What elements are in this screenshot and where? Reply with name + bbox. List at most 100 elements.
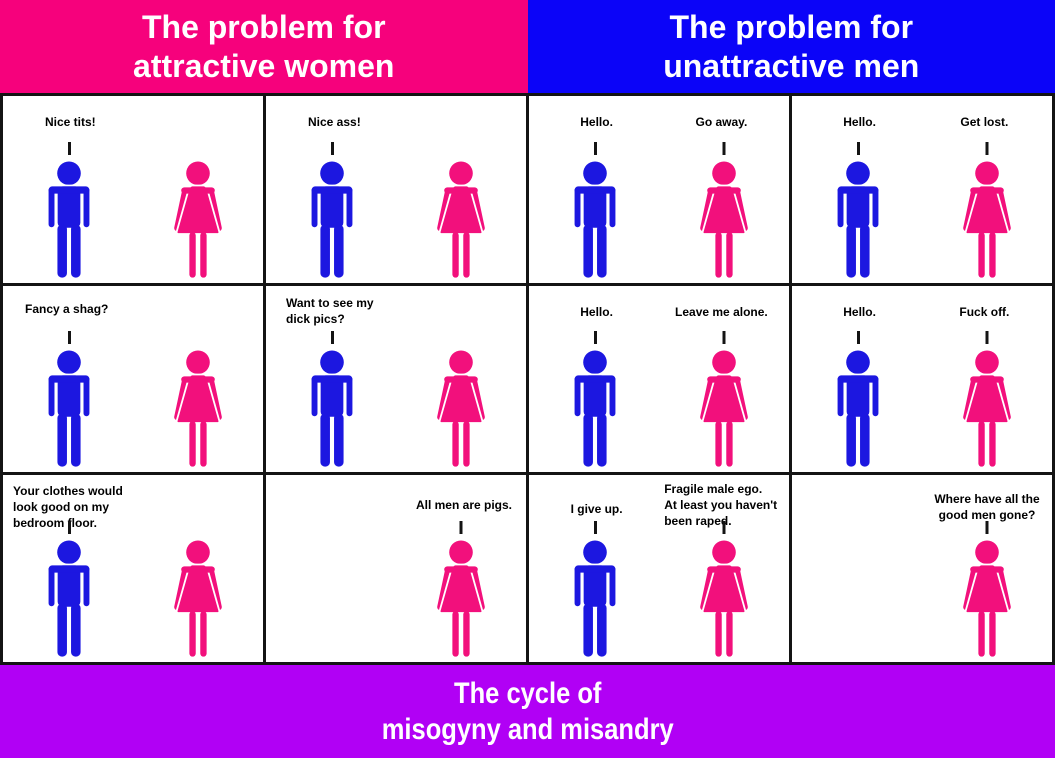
male-figure: [835, 141, 881, 279]
female-pictogram-icon: [432, 161, 491, 279]
speech-male: Hello.: [843, 115, 876, 129]
panel-r1c3: Hello. Go away.: [529, 96, 789, 283]
panel-r3c4: Where have all the good men gone?: [792, 475, 1052, 662]
footer-text: The cycle of misogyny and misandry: [382, 676, 674, 748]
male-pictogram-icon: [309, 350, 355, 468]
male-figure: [572, 331, 618, 468]
female-figure: [958, 141, 1017, 279]
male-figure: [309, 331, 355, 468]
speech-male: Hello.: [843, 304, 876, 319]
speech-indicator-line: [593, 141, 597, 155]
banner-right-line1: The problem for: [669, 8, 914, 45]
male-pictogram-icon: [572, 350, 618, 468]
female-pictogram-icon: [695, 350, 754, 468]
female-figure: [169, 350, 228, 468]
banner-attractive-women: The problem for attractive women: [0, 0, 528, 93]
male-figure: [309, 141, 355, 279]
footer-line2: misogyny and misandry: [381, 712, 674, 746]
speech-male: I give up.: [570, 502, 623, 517]
speech-indicator-line: [593, 521, 597, 534]
panel-r1c2: Nice ass!: [266, 96, 526, 283]
speech-indicator-line: [67, 521, 71, 534]
female-pictogram-icon: [169, 350, 228, 468]
female-pictogram-icon: [958, 540, 1017, 658]
speech-male: Nice tits!: [45, 115, 96, 129]
female-figure: [695, 521, 754, 658]
panel-r2c2: Want to see my dick pics?: [266, 285, 526, 473]
female-pictogram-icon: [432, 540, 491, 658]
speech-indicator-line: [985, 331, 989, 345]
speech-indicator-line: [593, 331, 597, 345]
male-figure: [572, 521, 618, 658]
female-pictogram-icon: [958, 350, 1017, 468]
male-pictogram-icon: [835, 161, 881, 279]
speech-indicator-line: [722, 521, 726, 534]
panel-r2c4: Hello. Fuck off.: [792, 285, 1052, 473]
panel-r1c1: Nice tits!: [3, 96, 263, 283]
speech-male: Fancy a shag?: [25, 301, 109, 316]
male-pictogram-icon: [46, 540, 92, 658]
banner-left-line1: The problem for: [141, 8, 386, 45]
footer-line1: The cycle of: [453, 676, 602, 710]
speech-indicator-line: [985, 141, 989, 155]
female-figure: [169, 540, 228, 658]
female-figure: [432, 521, 491, 658]
banner-left-line2: attractive women: [133, 47, 395, 84]
panel-grid: Nice tits! Nice ass! Hello. Go away.: [0, 93, 1055, 665]
male-pictogram-icon: [572, 161, 618, 279]
female-figure: [958, 521, 1017, 658]
female-pictogram-icon: [695, 161, 754, 279]
speech-indicator-line: [856, 141, 860, 155]
speech-indicator-line: [856, 331, 860, 345]
speech-indicator-line: [459, 521, 463, 534]
footer-banner: The cycle of misogyny and misandry: [0, 665, 1055, 758]
female-figure: [695, 331, 754, 468]
speech-female: Leave me alone.: [675, 304, 768, 319]
speech-indicator-line: [67, 331, 71, 345]
speech-male: Hello.: [580, 115, 613, 129]
panel-r3c1: Your clothes would look good on my bedro…: [3, 475, 263, 662]
speech-female: Where have all the good men gone?: [934, 492, 1040, 523]
female-pictogram-icon: [169, 161, 228, 279]
speech-indicator-line: [330, 331, 334, 345]
female-pictogram-icon: [695, 540, 754, 658]
female-figure: [169, 161, 228, 279]
male-figure: [46, 521, 92, 658]
female-pictogram-icon: [958, 161, 1017, 279]
speech-male: Your clothes would look good on my bedro…: [13, 484, 123, 531]
male-pictogram-icon: [835, 350, 881, 468]
female-figure: [432, 161, 491, 279]
speech-indicator-line: [67, 141, 71, 155]
speech-female: All men are pigs.: [415, 498, 512, 513]
male-figure: [572, 141, 618, 279]
female-figure: [432, 350, 491, 468]
speech-male: Nice ass!: [308, 115, 361, 129]
panel-r2c1: Fancy a shag?: [3, 285, 263, 473]
speech-male: Want to see my dick pics?: [286, 295, 374, 326]
male-figure: [46, 141, 92, 279]
female-figure: [958, 331, 1017, 468]
male-figure: [46, 331, 92, 468]
male-pictogram-icon: [46, 161, 92, 279]
panel-r1c4: Hello. Get lost.: [792, 96, 1052, 283]
panel-r3c3: I give up. Fragile male ego. At least yo…: [529, 475, 789, 662]
speech-indicator-line: [722, 331, 726, 345]
panel-r3c2: All men are pigs.: [266, 475, 526, 662]
speech-female: Get lost.: [960, 115, 1009, 129]
speech-indicator-line: [330, 141, 334, 155]
male-figure: [835, 331, 881, 468]
banner-unattractive-men: The problem for unattractive men: [527, 0, 1055, 93]
banner-right-line2: unattractive men: [663, 47, 920, 84]
panel-r2c3: Hello. Leave me alone.: [529, 285, 789, 473]
speech-female: Go away.: [695, 115, 748, 129]
female-pictogram-icon: [432, 350, 491, 468]
speech-female: Fuck off.: [959, 304, 1010, 319]
speech-indicator-line: [722, 141, 726, 155]
male-pictogram-icon: [309, 161, 355, 279]
speech-female: Fragile male ego. At least you haven't b…: [664, 482, 778, 529]
male-pictogram-icon: [572, 540, 618, 658]
male-pictogram-icon: [46, 350, 92, 468]
header-banners: The problem for attractive women The pro…: [0, 0, 1055, 93]
speech-indicator-line: [985, 521, 989, 534]
speech-male: Hello.: [580, 304, 613, 319]
